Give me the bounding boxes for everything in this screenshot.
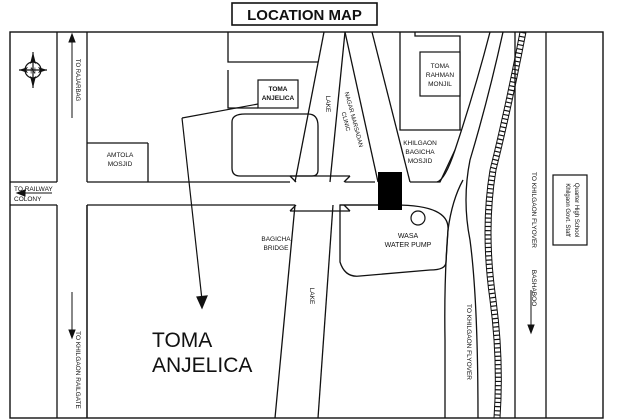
north-block-lower [227,70,258,109]
toma-anjelica-small-box [257,79,299,109]
arrow-rajarbag-head [68,32,76,43]
lake-road-west-south [274,204,296,419]
school-label-1: Khilgaon Govt. Staff [564,183,570,237]
wasa-compound [339,204,449,277]
flyover-road-east [465,31,504,419]
amtola-label-1: AMTOLA [107,152,134,159]
compass-rose-icon: N [19,52,47,88]
toma-big-label-2: ANJELICA [152,354,252,377]
school-label-2: Quarter High School [573,183,579,237]
svg-text:N: N [30,67,36,76]
to-railway-label-2: COLONY [14,196,42,203]
to-khilgaon-flyover-south-label: TO KHILGAON FLYOVER [465,304,472,380]
arrow-railgate-head [68,329,76,340]
nagar-road-east [371,31,411,183]
flyover-road-north-west [436,31,491,183]
bridge-mark-nw [289,175,297,183]
toma-small-label-2: ANJELICA [262,95,295,102]
school-box [552,174,588,246]
toma-big-label-1: TOMA [152,329,212,352]
arrow-bashaboo-head [527,324,535,335]
direction-arrows [15,32,535,340]
bashaboo-label: BASHABOO [530,270,537,306]
bagicha-mosjid-label-1: KHILGAON [403,140,437,147]
toma-rahman-label-3: MONJIL [428,81,452,88]
wasa-label-1: WASA [398,233,419,240]
toma-rahman-monjil-box [419,51,461,97]
map-frame [9,31,604,419]
amtola-label-2: MOSJID [108,161,133,168]
east-junction [410,149,456,183]
arrow-railway-head [15,189,26,197]
bagicha-mosjid-label-2: BAGICHA [405,149,435,156]
map-title: LOCATION MAP [247,7,362,24]
bagicha-bridge-label-1: BAGICHA [261,236,291,243]
lake-north-label: LAKE [324,96,331,113]
road-network [10,31,547,419]
toma-rahman-label-2: RAHMAN [426,72,454,79]
toma-small-label-1: TOMA [268,86,287,93]
railway-track [484,31,527,419]
east-block [399,32,462,131]
bagicha-mosjid-label-3: MOSJID [408,158,433,165]
bridge-mark-se [343,204,351,212]
nagar-road-west [344,31,379,183]
bridge-mark-ne [343,175,351,183]
flyover-road-west [444,179,464,418]
lake-road-east-south [317,204,334,419]
bagicha-bridge-label-2: BRIDGE [264,245,290,252]
toma-rahman-label-1: TOMA [431,63,450,70]
bridge-mark-sw [289,204,297,212]
pointer-arrow [181,103,259,310]
lake-road-east [329,31,346,183]
title-box [231,2,378,26]
north-block [227,32,318,63]
to-khilgaon-railgate-label: TO KHILGAON RAILGATE [74,331,81,409]
to-railway-label-1: TO RAILWAY [14,186,53,193]
lake-south-label: LAKE [308,288,315,305]
lake-road-west [294,31,325,183]
inner-loop-road [231,113,319,177]
site-marker [378,172,402,210]
water-pump-icon [410,210,426,226]
wasa-label-2: WATER PUMP [385,242,432,249]
to-rajarbag-label: TO RAJARBAG [74,59,80,102]
to-khilgaon-flyover-east-label: TO KHILGAON FLYOVER [530,172,537,248]
nagar-label-2: CLINIC [340,111,351,132]
